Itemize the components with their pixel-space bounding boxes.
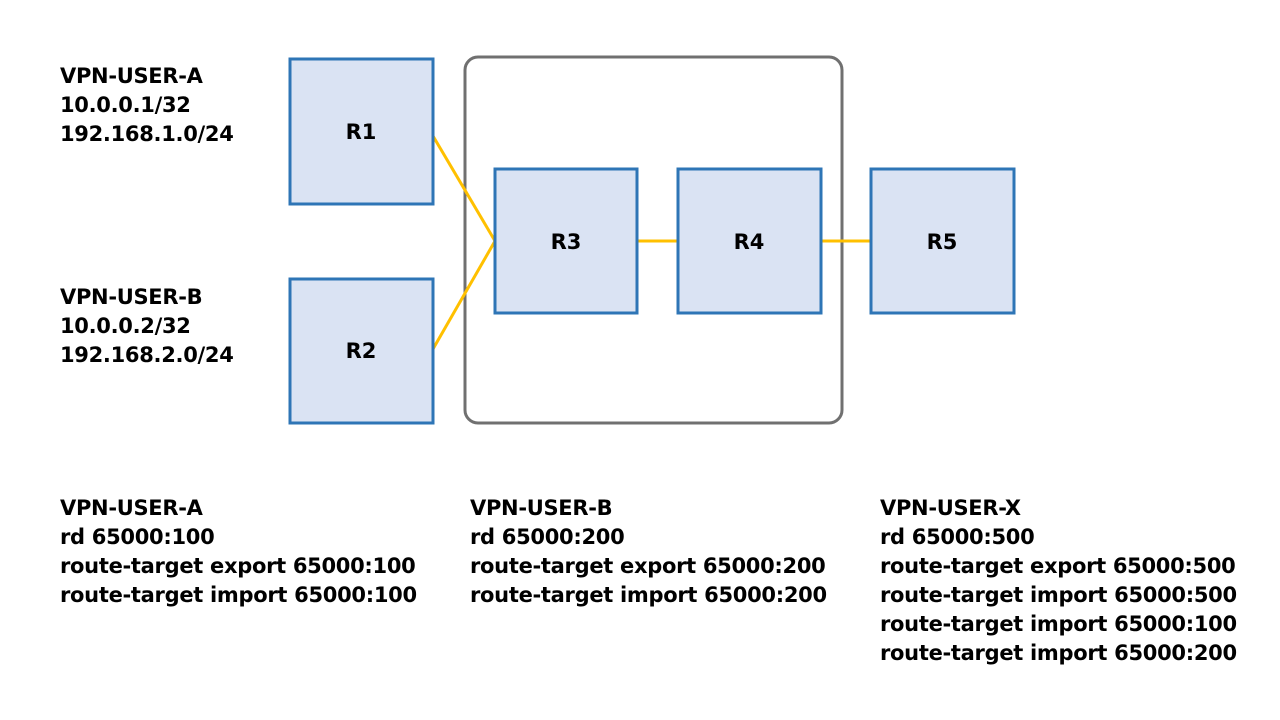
- router-r5: R5: [869, 167, 1016, 315]
- site-prefix: 192.168.1.0/24: [60, 122, 234, 146]
- vrf-name: VPN-USER-X: [880, 496, 1021, 520]
- router-r3-label: R3: [551, 230, 582, 254]
- router-r3: R3: [493, 167, 639, 315]
- router-r2-label: R2: [346, 339, 377, 363]
- vrf-line: route-target import 65000:500: [880, 583, 1237, 607]
- vrf-line: route-target import 65000:200: [880, 641, 1237, 665]
- site-name: VPN-USER-A: [60, 64, 203, 88]
- router-r2: R2: [288, 277, 435, 425]
- site-label-vpn-user-a: VPN-USER-A 10.0.0.1/32 192.168.1.0/24: [60, 62, 234, 149]
- vrf-line: rd 65000:500: [880, 525, 1035, 549]
- site-name: VPN-USER-B: [60, 285, 203, 309]
- site-label-vpn-user-b: VPN-USER-B 10.0.0.2/32 192.168.2.0/24: [60, 283, 234, 370]
- vrf-line: route-target export 65000:200: [470, 554, 826, 578]
- vrf-line: route-target import 65000:200: [470, 583, 827, 607]
- vrf-config-vpn-user-x: VPN-USER-X rd 65000:500 route-target exp…: [880, 494, 1237, 668]
- vrf-name: VPN-USER-A: [60, 496, 203, 520]
- site-prefix: 192.168.2.0/24: [60, 343, 234, 367]
- link-r1-r3: [431, 135, 497, 242]
- vrf-name: VPN-USER-B: [470, 496, 613, 520]
- vrf-line: route-target import 65000:100: [60, 583, 417, 607]
- vrf-line: route-target import 65000:100: [880, 612, 1237, 636]
- site-prefix: 10.0.0.2/32: [60, 314, 191, 338]
- router-r4-label: R4: [734, 230, 765, 254]
- vrf-config-vpn-user-a: VPN-USER-A rd 65000:100 route-target exp…: [60, 494, 417, 610]
- router-r4: R4: [676, 167, 823, 315]
- site-prefix: 10.0.0.1/32: [60, 93, 191, 117]
- vrf-line: rd 65000:100: [60, 525, 215, 549]
- vrf-config-vpn-user-b: VPN-USER-B rd 65000:200 route-target exp…: [470, 494, 827, 610]
- router-r1-label: R1: [346, 120, 377, 144]
- router-r5-label: R5: [927, 230, 958, 254]
- vrf-line: route-target export 65000:100: [60, 554, 416, 578]
- vrf-line: route-target export 65000:500: [880, 554, 1236, 578]
- vrf-line: rd 65000:200: [470, 525, 625, 549]
- router-r1: R1: [288, 57, 435, 206]
- link-r2-r3: [431, 240, 497, 350]
